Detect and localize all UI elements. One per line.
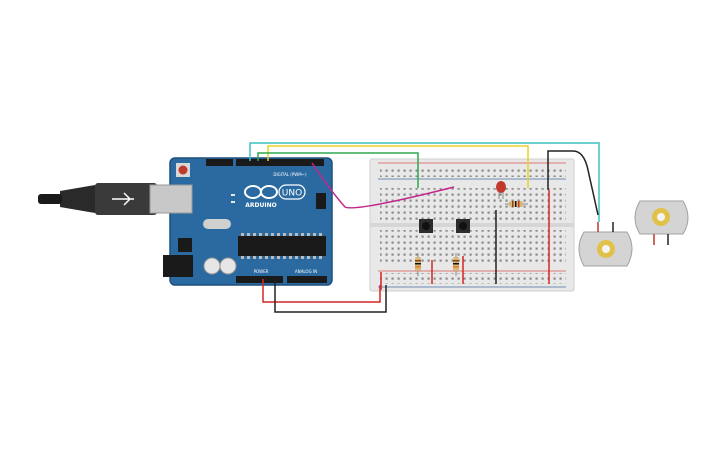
- wire-black-motor[interactable]: [547, 150, 599, 216]
- wire-black-ground[interactable]: [274, 279, 387, 313]
- dc-power-jack: [163, 255, 193, 277]
- wire-cyan[interactable]: [249, 142, 600, 222]
- resistor[interactable]: [505, 201, 528, 207]
- atmega-chip: [238, 236, 326, 256]
- red-led[interactable]: [496, 181, 506, 199]
- usb-strain-relief: [60, 185, 95, 213]
- pushbutton[interactable]: [419, 219, 433, 233]
- resistor[interactable]: [453, 253, 459, 276]
- upper-terminal-holes[interactable]: [380, 188, 566, 220]
- arduino-uno-board[interactable]: UNO ARDUINO DIGITAL (PWM~) POWER ANALOG …: [149, 157, 333, 286]
- analog-label: ANALOG IN: [295, 269, 317, 274]
- lower-terminal-holes[interactable]: [380, 230, 566, 262]
- atmega-pins: [241, 233, 322, 259]
- crystal-oscillator: [203, 219, 231, 229]
- usb-chip: [178, 238, 192, 252]
- arduino-infinity-logo: [244, 185, 278, 199]
- digital-header-left[interactable]: [206, 159, 233, 166]
- dc-motor[interactable]: [634, 200, 689, 245]
- board-led: [231, 201, 235, 203]
- usb-cable-end: [38, 194, 62, 204]
- wire-green[interactable]: [257, 152, 419, 188]
- usb-symbol-icon: [112, 192, 134, 206]
- center-channel: [370, 223, 574, 227]
- power-label: POWER: [254, 269, 269, 274]
- resistor[interactable]: [415, 253, 421, 276]
- wire-red-power[interactable]: [262, 279, 381, 303]
- motor-shaft: [657, 213, 665, 221]
- arduino-pcb: [169, 157, 333, 286]
- arduino-brand-label: ARDUINO: [245, 202, 276, 209]
- usb-port: [149, 184, 193, 214]
- power-header[interactable]: [236, 276, 283, 283]
- dc-motor[interactable]: [578, 222, 633, 267]
- icsp-header[interactable]: [316, 193, 326, 209]
- digital-header[interactable]: [236, 159, 324, 166]
- uno-label: UNO: [282, 189, 302, 199]
- digital-label: DIGITAL (PWM~): [273, 172, 307, 177]
- top-rail-holes[interactable]: [380, 166, 566, 177]
- capacitor: [203, 257, 221, 275]
- analog-header[interactable]: [287, 276, 327, 283]
- board-led: [231, 194, 235, 196]
- reset-button-cap[interactable]: [178, 165, 188, 175]
- uno-badge: [278, 184, 306, 200]
- wire-magenta[interactable]: [311, 162, 455, 209]
- capacitor: [219, 257, 237, 275]
- bottom-rail-holes[interactable]: [380, 273, 566, 284]
- motor-shaft: [602, 245, 610, 253]
- pushbutton[interactable]: [456, 219, 470, 233]
- breadboard[interactable]: [369, 158, 575, 292]
